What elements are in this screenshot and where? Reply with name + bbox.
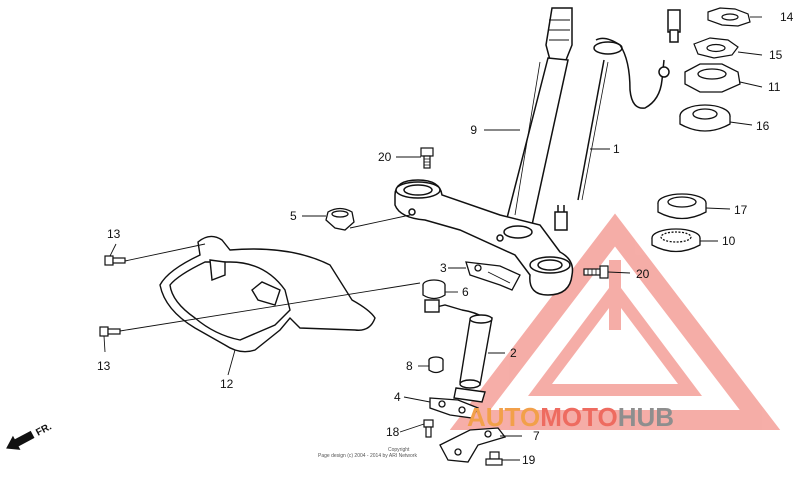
collar-part xyxy=(428,356,444,374)
front-direction-indicator: FR. xyxy=(6,421,54,450)
leader-lines xyxy=(103,16,763,461)
callout-4: 4 xyxy=(394,390,401,404)
callout-18: 18 xyxy=(386,425,400,439)
callout-19: 19 xyxy=(522,453,536,467)
callout-15: 15 xyxy=(769,48,783,62)
callout-7: 7 xyxy=(533,429,540,443)
clamp-part xyxy=(325,207,355,231)
copyright-line-2: Page design (c) 2004 - 2014 by ARI Netwo… xyxy=(318,453,417,459)
callout-labels: 9 14 15 11 16 1 17 10 20 20 5 3 6 8 2 4 … xyxy=(97,10,794,467)
fork-top-bridge-part xyxy=(394,179,574,296)
callout-6: 6 xyxy=(462,285,469,299)
copyright-line-1: Copyright xyxy=(388,447,410,453)
wire-harness-part xyxy=(554,9,681,231)
callout-11: 11 xyxy=(768,80,781,94)
callout-8: 8 xyxy=(406,359,413,373)
adjusting-nut-part xyxy=(684,63,741,93)
locknut-part xyxy=(693,37,739,59)
watermark-text: AUTOMOTOHUB xyxy=(467,402,674,432)
cover-part xyxy=(159,235,376,353)
grommet-part xyxy=(422,279,446,300)
screw-part-18 xyxy=(423,419,434,438)
callout-12: 12 xyxy=(220,377,234,391)
lock-washer-part xyxy=(707,7,751,27)
bracket-part xyxy=(465,261,521,291)
callout-5: 5 xyxy=(290,209,297,223)
plate-part xyxy=(429,397,479,419)
callout-9: 9 xyxy=(470,123,477,137)
callout-13-bottom: 13 xyxy=(97,359,111,373)
watermark-logo xyxy=(449,213,781,430)
copyright-note: Copyright Page design (c) 2004 - 2014 by… xyxy=(318,447,417,459)
screw-part-13a xyxy=(104,255,126,266)
callout-13-top: 13 xyxy=(107,227,121,241)
arrow-icon xyxy=(6,430,35,450)
upper-bearing-part xyxy=(657,193,707,220)
callout-2: 2 xyxy=(510,346,517,360)
watermark-auto: AUTOMOTOHUB xyxy=(467,402,674,432)
lower-bracket-part xyxy=(439,427,507,463)
callout-20-side: 20 xyxy=(636,267,650,281)
screw-part-13b xyxy=(99,326,121,337)
sensor-part xyxy=(424,299,493,403)
callout-1: 1 xyxy=(613,142,620,156)
callout-14: 14 xyxy=(780,10,794,24)
dust-seal-part xyxy=(679,104,731,132)
steering-stem-part xyxy=(505,7,573,226)
screw-part-19 xyxy=(485,451,503,466)
callout-3: 3 xyxy=(440,261,447,275)
front-label: FR. xyxy=(34,421,54,438)
lower-bearing-part xyxy=(651,228,701,253)
callout-10: 10 xyxy=(722,234,736,248)
bolt-part-top xyxy=(420,147,434,169)
callout-16: 16 xyxy=(756,119,770,133)
callout-20-top: 20 xyxy=(378,150,392,164)
callout-17: 17 xyxy=(734,203,748,217)
